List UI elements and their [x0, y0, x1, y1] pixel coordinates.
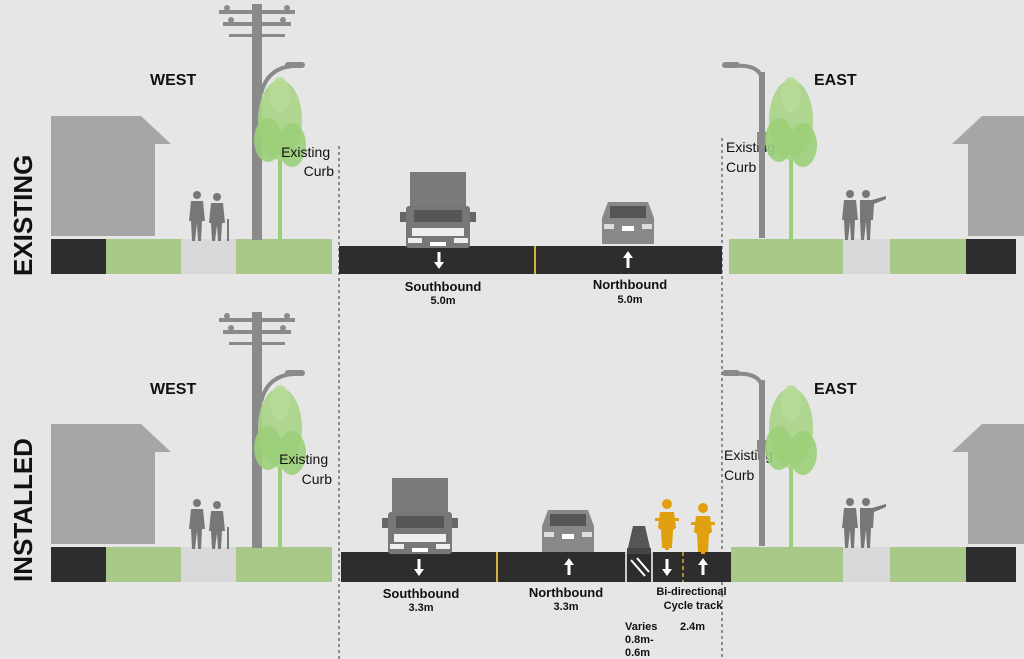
building-icon [952, 424, 1024, 544]
section-label-installed: INSTALLED [8, 438, 38, 582]
sidewalk [181, 547, 236, 582]
truck-icon [400, 172, 476, 248]
building-base [966, 547, 1016, 582]
west-label: WEST [150, 72, 196, 89]
building-icon [952, 116, 1024, 236]
sidewalk [843, 547, 890, 582]
grass-strip [236, 547, 332, 582]
grass-strip [731, 547, 843, 582]
truck-icon [382, 478, 458, 554]
pedestrians-icon [189, 499, 229, 549]
building-base [966, 239, 1016, 274]
east-label: EAST [814, 72, 857, 89]
west-label: WEST [150, 381, 196, 398]
curb-label-west: Existing Curb [281, 144, 334, 179]
building-icon [51, 116, 171, 236]
grass-strip [890, 239, 966, 274]
curb-label-west: Existing Curb [279, 451, 332, 487]
car-icon [602, 202, 654, 244]
lane-width-northbound: 5.0m [617, 294, 642, 306]
lane-name-northbound: Northbound [529, 585, 603, 600]
grass-strip [890, 547, 966, 582]
lane-name-southbound: Southbound [405, 279, 482, 294]
car-icon [542, 510, 594, 552]
buffer-hatch [625, 552, 653, 582]
pedestrians-icon [189, 191, 229, 241]
pedestrians-icon [842, 498, 886, 548]
lane-width-southbound: 3.3m [408, 602, 433, 614]
buffer-width-label: Varies 0.8m- 0.6m [625, 621, 660, 659]
roadway [339, 246, 722, 274]
lane-width-southbound: 5.0m [430, 295, 455, 307]
tree-icon [765, 385, 817, 548]
sidewalk [181, 239, 236, 274]
section-label-existing: EXISTING [8, 155, 38, 276]
lane-name-southbound: Southbound [383, 586, 460, 601]
cyclist-icon [655, 499, 679, 550]
cycle-track-width: 2.4m [680, 621, 705, 633]
existing-section: EXISTING WEST EAST Existing Curb Southbo… [8, 2, 1024, 659]
sidewalk [843, 239, 890, 274]
cyclist-icon [691, 503, 715, 554]
lane-width-northbound: 3.3m [553, 601, 578, 613]
pedestrians-icon [842, 190, 886, 240]
lane-name-northbound: Northbound [593, 277, 667, 292]
building-base [51, 547, 106, 582]
grass-strip [106, 239, 181, 274]
tree-icon [765, 77, 817, 240]
grass-strip [729, 239, 843, 274]
grass-strip [236, 239, 332, 274]
cycle-track-label: Bi-directional Cycle track [656, 586, 729, 612]
east-label: EAST [814, 381, 857, 398]
grass-strip [106, 547, 181, 582]
installed-section: INSTALLED WEST EAST Existing Curb [8, 310, 1024, 659]
bollard-icon [627, 526, 651, 554]
building-base [51, 239, 106, 274]
building-icon [51, 424, 171, 544]
